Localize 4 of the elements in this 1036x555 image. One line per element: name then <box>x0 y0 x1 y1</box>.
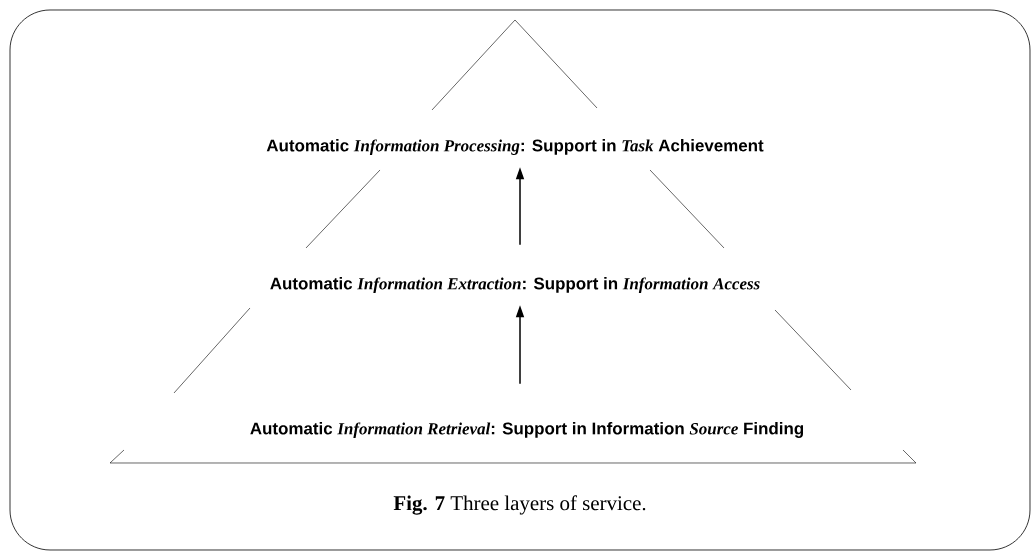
layer-label: Automatic Information Extraction: Support in Information Access <box>270 277 760 293</box>
caption: Fig. 7 Three layers of service. <box>393 495 646 515</box>
layer-label: Automatic Information Retrieval: Support in Information Source Finding <box>250 422 804 438</box>
layer-label: Automatic Information Processing: Support in Task Achievement <box>266 139 764 155</box>
